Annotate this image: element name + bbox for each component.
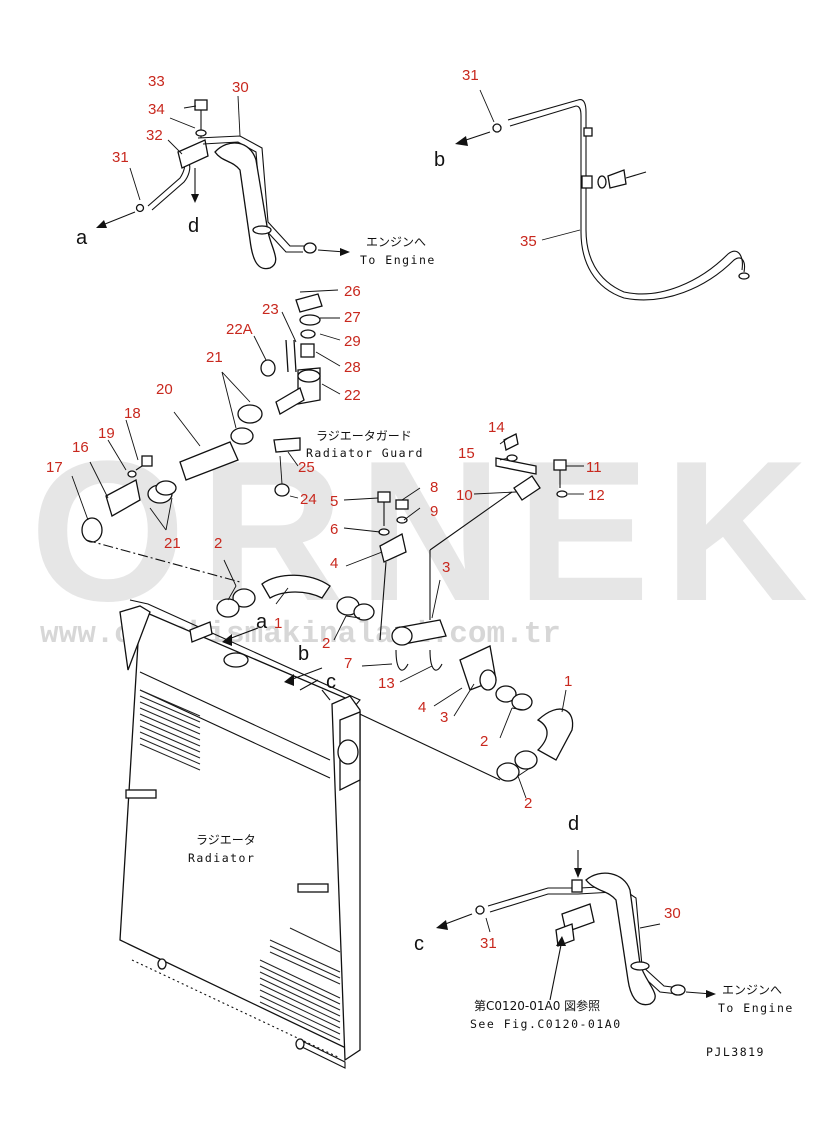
part-number-5: 5 <box>330 493 338 510</box>
part-number-13: 13 <box>378 675 395 692</box>
connector-a-top: a <box>76 227 88 249</box>
connector-c-radiator: c <box>326 671 336 693</box>
part-number-4-upper: 4 <box>330 555 338 572</box>
connector-a-radiator: a <box>256 611 268 633</box>
connector-d-top: d <box>188 215 199 237</box>
part-number-34: 34 <box>148 101 165 118</box>
hose-group <box>216 433 584 799</box>
part-number-35: 35 <box>520 233 537 250</box>
part-number-25: 25 <box>298 459 315 476</box>
radiator-guard-en: Radiator Guard <box>306 446 424 460</box>
part-number-8: 8 <box>430 479 438 496</box>
part-number-18: 18 <box>124 405 141 422</box>
part-number-2-upper-left: 2 <box>214 535 222 552</box>
drawing-code: PJL3819 <box>706 1045 765 1059</box>
part-number-20: 20 <box>156 381 173 398</box>
radiator-guard-jp: ラジエータガード <box>316 429 412 443</box>
connector-letters: a d b a b c d c <box>76 149 579 955</box>
part-number-9: 9 <box>430 503 438 520</box>
part-number-30-top: 30 <box>232 79 249 96</box>
annotations: エンジンへ To Engine ラジエータガード Radiator Guard … <box>188 235 794 1059</box>
part-number-23: 23 <box>262 301 279 318</box>
part-number-17: 17 <box>46 459 63 476</box>
part-number-31-bottom: 31 <box>480 935 497 952</box>
part-number-32: 32 <box>146 127 163 144</box>
part-number-30-bottom: 30 <box>664 905 681 922</box>
part-number-10: 10 <box>456 487 473 504</box>
see-fig-en: See Fig.C0120-01A0 <box>470 1017 622 1031</box>
part-number-21-lower: 21 <box>164 535 181 552</box>
radiator-fins <box>139 689 341 1041</box>
part-number-11: 11 <box>586 459 602 476</box>
lower-right-assembly <box>436 850 716 1006</box>
part-number-15: 15 <box>458 445 475 462</box>
part-number-26: 26 <box>344 283 361 300</box>
see-fig-jp: 第C0120-01A0 図参照 <box>474 998 600 1013</box>
radiator-en: Radiator <box>188 851 255 865</box>
filler-group <box>71 289 341 583</box>
watermark: ORNEK www.ornekismakinalari.com.tr <box>30 420 822 652</box>
part-number-33: 33 <box>148 73 165 90</box>
to-engine-jp-bottom: エンジンへ <box>722 983 782 997</box>
part-number-12: 12 <box>588 487 605 504</box>
part-number-1-left: 1 <box>274 615 282 632</box>
watermark-brand: ORNEK <box>30 420 822 643</box>
part-number-29: 29 <box>344 333 361 350</box>
part-number-labels: 33 34 32 30 31 31 35 26 27 23 22A 29 21 … <box>46 67 681 952</box>
part-number-3-lower: 3 <box>440 709 448 726</box>
part-number-6: 6 <box>330 521 338 538</box>
part-number-28: 28 <box>344 359 361 376</box>
part-number-2-lower-middle: 2 <box>480 733 488 750</box>
upper-right-assembly <box>455 89 750 301</box>
connector-c-bottom: c <box>414 933 424 955</box>
part-number-16: 16 <box>72 439 89 456</box>
part-number-2-middle: 2 <box>322 635 330 652</box>
to-engine-en-top: To Engine <box>360 253 436 267</box>
part-number-19: 19 <box>98 425 115 442</box>
upper-left-assembly <box>96 95 350 270</box>
to-engine-en-bottom: To Engine <box>718 1001 794 1015</box>
part-number-1-right: 1 <box>564 673 572 690</box>
to-engine-jp-top: エンジンへ <box>366 235 426 249</box>
part-number-24: 24 <box>300 491 317 508</box>
part-number-31-top-right: 31 <box>462 67 479 84</box>
connector-d-bottom: d <box>568 813 579 835</box>
part-number-31-top-left: 31 <box>112 149 129 166</box>
connector-b-radiator: b <box>298 643 309 665</box>
connector-b-top: b <box>434 149 445 171</box>
radiator-jp: ラジエータ <box>196 833 256 847</box>
part-number-4-lower: 4 <box>418 699 426 716</box>
radiator <box>119 599 361 1069</box>
part-number-3-upper: 3 <box>442 559 450 576</box>
part-number-14: 14 <box>488 419 505 436</box>
part-number-7: 7 <box>344 655 352 672</box>
part-number-22a: 22A <box>226 321 253 338</box>
part-number-22: 22 <box>344 387 361 404</box>
part-number-2-lower-right: 2 <box>524 795 532 812</box>
part-number-27: 27 <box>344 309 361 326</box>
part-number-21-upper: 21 <box>206 349 223 366</box>
